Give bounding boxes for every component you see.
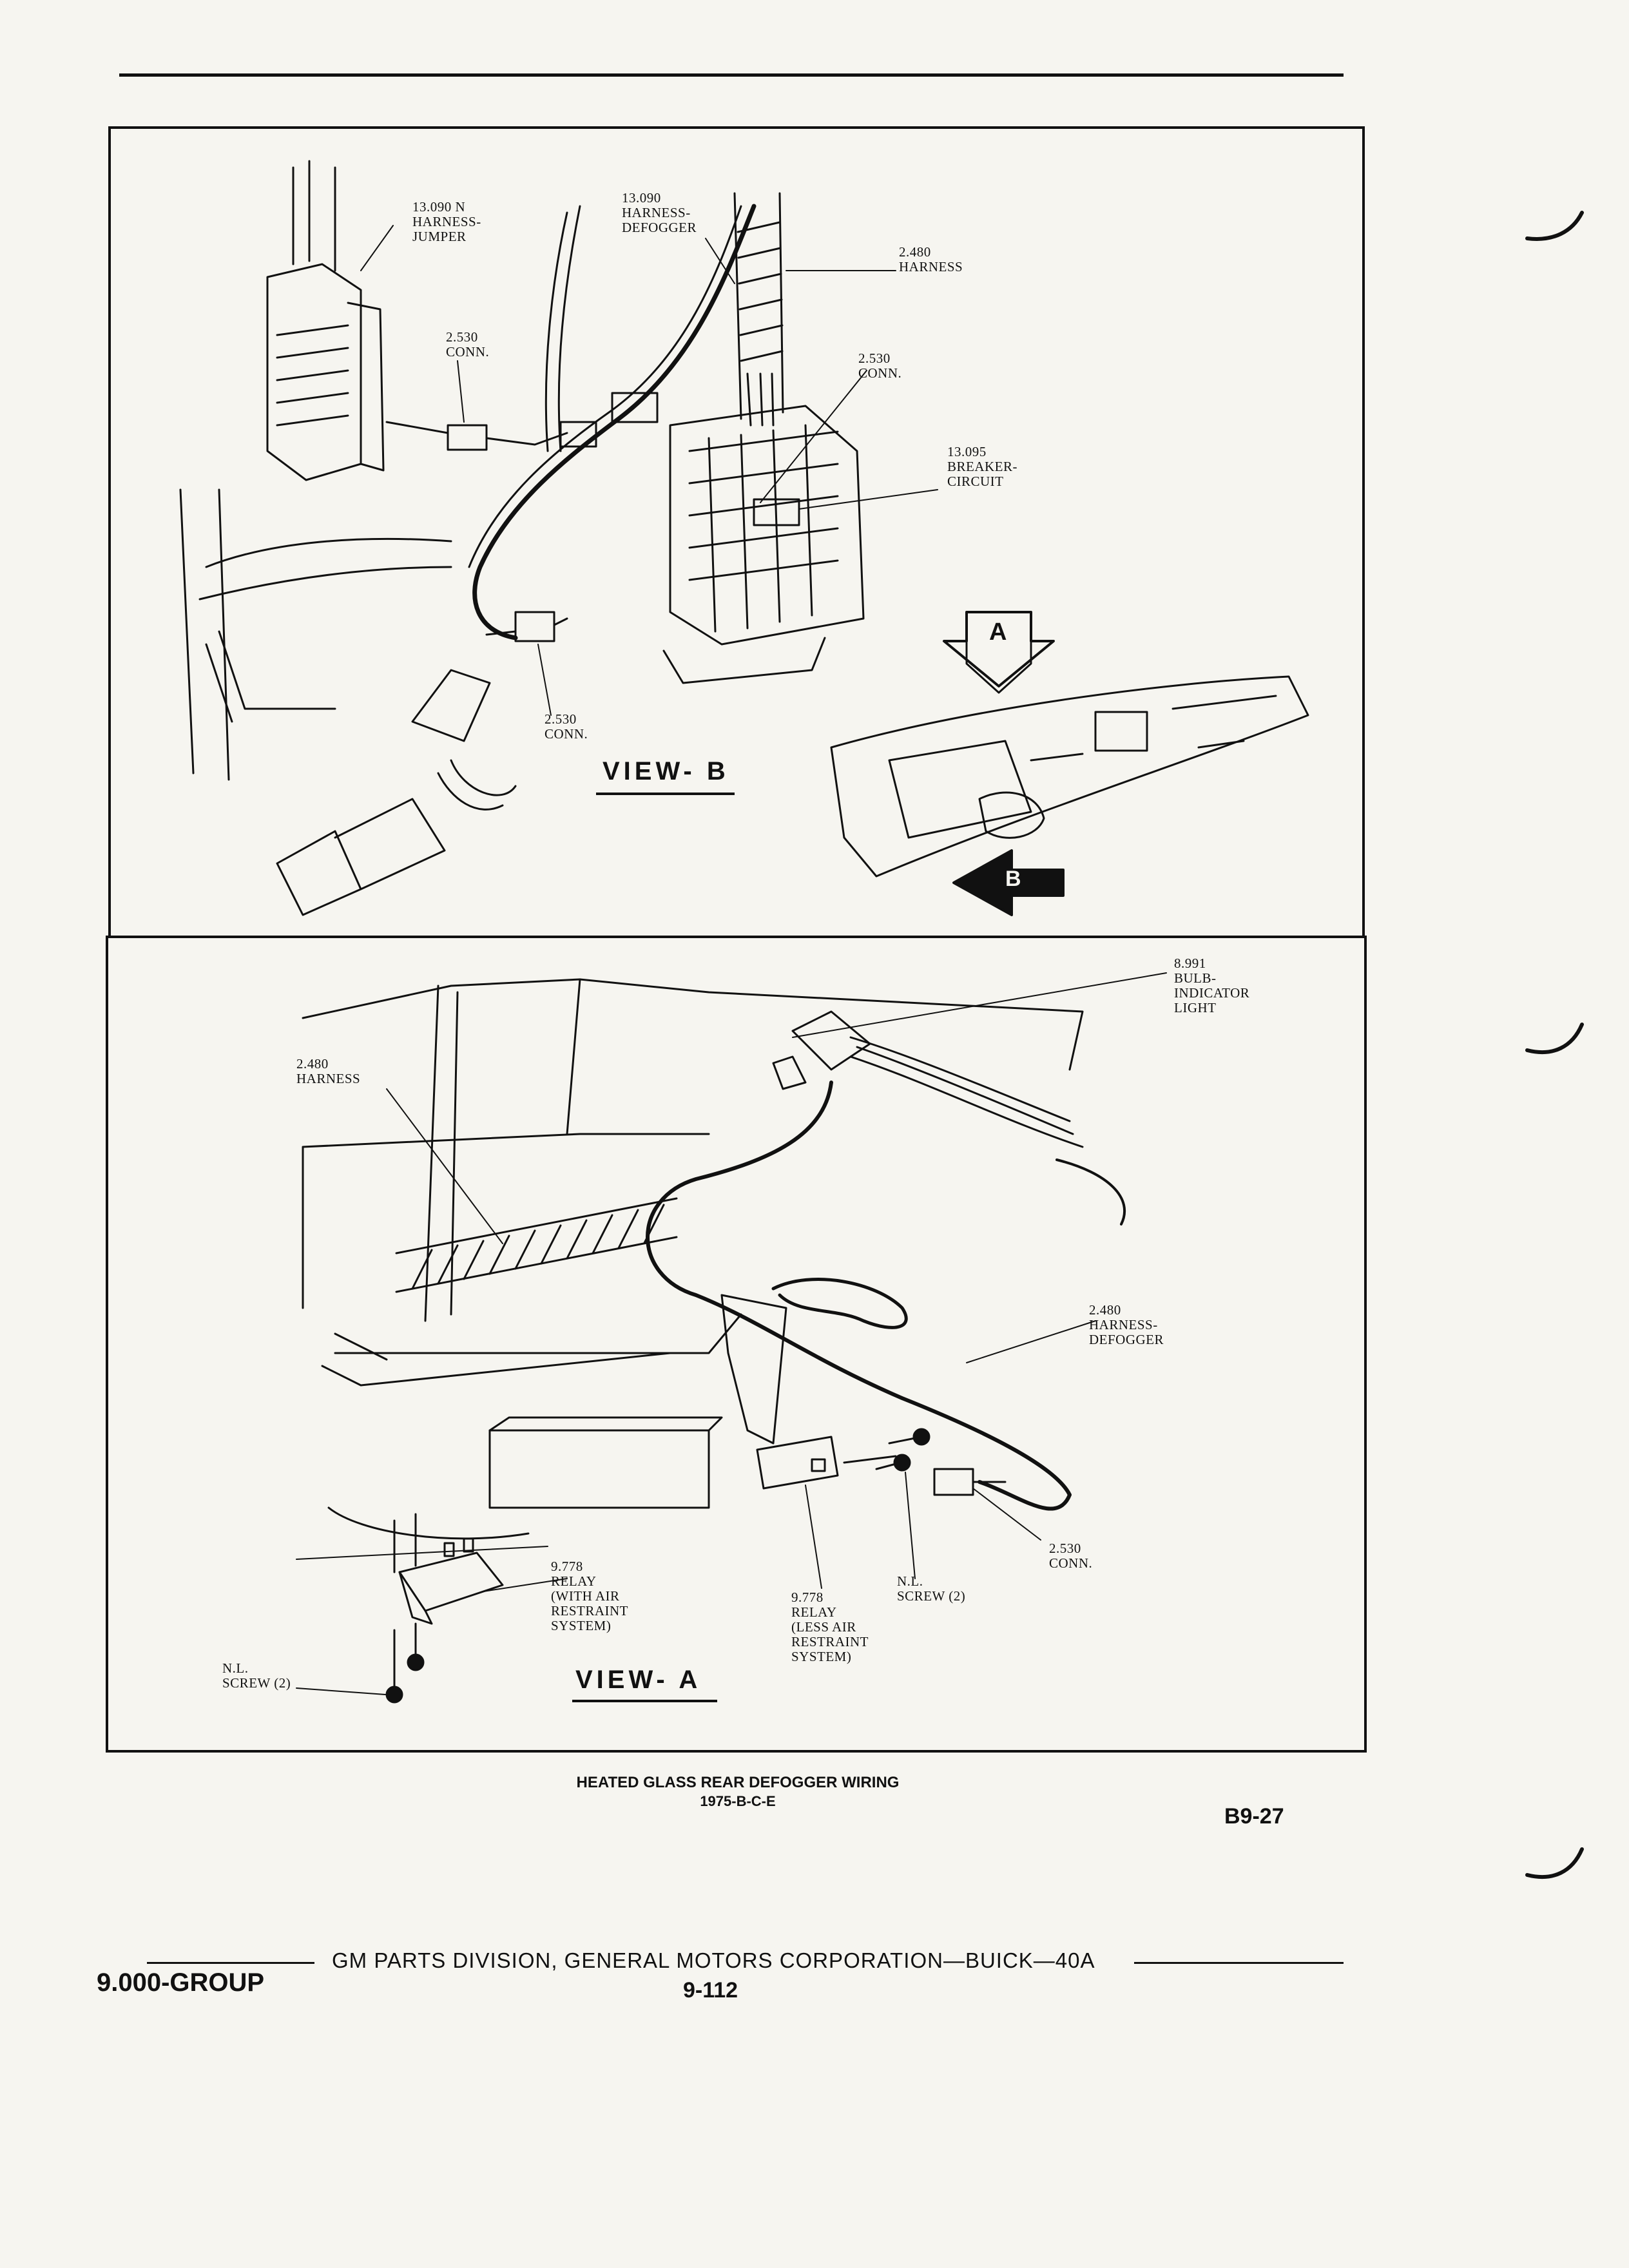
defogger-harness-path bbox=[472, 204, 757, 640]
screw-right-shapes bbox=[875, 1428, 930, 1472]
harness-jumper-block bbox=[266, 160, 385, 481]
label-harness-defogger-a: 2.480 HARNESS- DEFOGGER bbox=[1089, 1302, 1164, 1347]
footer-group: 9.000-GROUP bbox=[97, 1968, 265, 1997]
label-relay-less-air: 9.778 RELAY (LESS AIR RESTRAINT SYSTEM) bbox=[791, 1590, 869, 1664]
figure-number: B9-27 bbox=[1224, 1804, 1284, 1829]
label-harness-jumper: 13.090 N HARNESS- JUMPER bbox=[412, 199, 481, 244]
label-screw-right: N.L. SCREW (2) bbox=[897, 1573, 966, 1604]
arrow-b-label: B bbox=[1005, 867, 1021, 891]
label-conn-left: 2.530 CONN. bbox=[446, 329, 490, 360]
view-a-panel bbox=[106, 936, 1367, 1753]
dash-overview bbox=[830, 675, 1309, 878]
label-conn-right: 2.530 CONN. bbox=[858, 351, 902, 381]
label-bulb-indicator: 8.991 BULB- INDICATOR LIGHT bbox=[1174, 956, 1250, 1015]
label-harness-b: 2.480 HARNESS bbox=[899, 244, 963, 274]
relay-with-air-shape bbox=[385, 1513, 504, 1704]
view-b-title: VIEW- B bbox=[602, 757, 729, 785]
view-a-harness bbox=[395, 1197, 678, 1293]
label-relay-with-air: 9.778 RELAY (WITH AIR RESTRAINT SYSTEM) bbox=[551, 1559, 628, 1633]
conn-left-shape bbox=[385, 421, 568, 451]
arrow-a-label: A bbox=[989, 619, 1007, 646]
footer-page-number: 9-112 bbox=[683, 1978, 738, 2003]
arrow-a-shape bbox=[943, 611, 1055, 694]
bulb-socket bbox=[772, 1010, 1084, 1148]
arrow-b-shape bbox=[952, 849, 1065, 916]
view-b-title-underline bbox=[596, 793, 735, 795]
main-harness-bundle bbox=[733, 192, 784, 427]
view-a-title-underline bbox=[572, 1700, 717, 1702]
relay-less-air-shape bbox=[756, 1436, 897, 1490]
footer-publisher: GM PARTS DIVISION, GENERAL MOTORS CORPOR… bbox=[332, 1948, 1095, 1972]
label-conn-bottom: 2.530 CONN. bbox=[545, 711, 588, 742]
footer-rule-left bbox=[147, 1962, 314, 1964]
defogger-harness-route bbox=[646, 1081, 1072, 1511]
label-harness-defogger-b: 13.090 HARNESS- DEFOGGER bbox=[622, 190, 697, 235]
figure-caption-subtitle: 1975-B-C-E bbox=[700, 1793, 776, 1809]
conn-bottom-shape bbox=[514, 611, 555, 642]
leader-lines bbox=[296, 225, 1167, 1695]
label-harness-a: 2.480 HARNESS bbox=[296, 1056, 361, 1086]
view-a-title: VIEW- A bbox=[575, 1666, 702, 1694]
fuse-block bbox=[662, 405, 865, 684]
label-screw-left: N.L. SCREW (2) bbox=[222, 1660, 291, 1691]
figure-caption-title: HEATED GLASS REAR DEFOGGER WIRING bbox=[576, 1774, 900, 1791]
label-conn-a: 2.530 CONN. bbox=[1049, 1541, 1093, 1571]
label-breaker-circuit: 13.095 BREAKER- CIRCUIT bbox=[947, 444, 1017, 489]
footer-rule-right bbox=[1134, 1962, 1344, 1964]
top-rule bbox=[119, 73, 1344, 77]
